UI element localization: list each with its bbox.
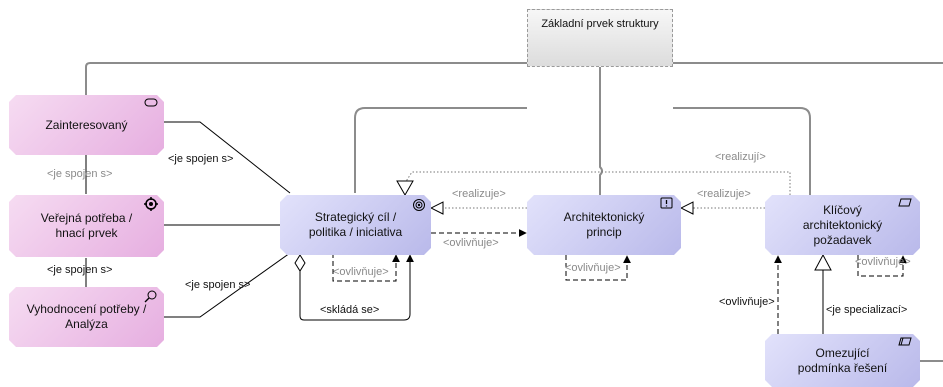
association-label: <je spojen s> xyxy=(47,264,113,276)
realization-label: <realizuje> xyxy=(452,188,506,200)
principle-icon xyxy=(660,197,673,209)
public-need-node[interactable]: Veřejná potřeba / hnací prvek xyxy=(9,195,164,257)
specialization-label: <je specializací> xyxy=(826,304,908,316)
goal-icon xyxy=(413,199,425,211)
service-icon xyxy=(144,98,158,107)
requirement-icon xyxy=(898,198,912,207)
influence-label: <ovlivňuje> xyxy=(333,266,389,278)
assessment-icon xyxy=(144,290,157,303)
realization-label: <realizuje> xyxy=(697,188,751,200)
association-label: <je spojen s> xyxy=(168,153,234,165)
association-label-gray: <je spojen s> xyxy=(47,168,113,180)
public-need-label: Veřejná potřeba / hnací prvek xyxy=(40,211,133,240)
influence-label: <ovlivňuje> xyxy=(443,237,499,249)
composition-label: <skládá se> xyxy=(320,304,380,316)
architectural-principle-node[interactable]: Architektonický princip xyxy=(527,195,681,255)
association-label: <je spojen s> xyxy=(185,279,251,291)
influence-label: <ovlivňuje> xyxy=(855,256,911,268)
stakeholder-node[interactable]: Zainteresovaný xyxy=(9,95,164,155)
realization-label: <realizují> xyxy=(715,151,766,163)
solution-constraint-node[interactable]: Omezující podmínka řešení xyxy=(765,334,920,387)
constraint-icon xyxy=(898,337,912,346)
principle-label: Architektonický princip xyxy=(563,210,645,239)
need-evaluation-node[interactable]: Vyhodnocení potřeby / Analýza xyxy=(9,287,164,347)
constraint-label: Omezující podmínka řešení xyxy=(797,345,888,375)
driver-icon xyxy=(144,197,158,211)
key-requirement-node[interactable]: Klíčový architektonický požadavek xyxy=(765,195,920,255)
strategic-goal-node[interactable]: Strategický cíl / politika / iniciativa xyxy=(280,195,431,255)
base-structure-element[interactable]: Základní prvek struktury xyxy=(527,9,673,67)
requirement-label: Klíčový architektonický požadavek xyxy=(802,202,883,247)
stakeholder-label: Zainteresovaný xyxy=(45,117,128,132)
influence-label: <ovlivňuje> xyxy=(719,296,775,308)
need-eval-label: Vyhodnocení potřeby / Analýza xyxy=(26,302,147,331)
strategic-goal-label: Strategický cíl / politika / iniciativa xyxy=(308,210,403,239)
influence-label: <ovlivňuje> xyxy=(565,262,621,274)
